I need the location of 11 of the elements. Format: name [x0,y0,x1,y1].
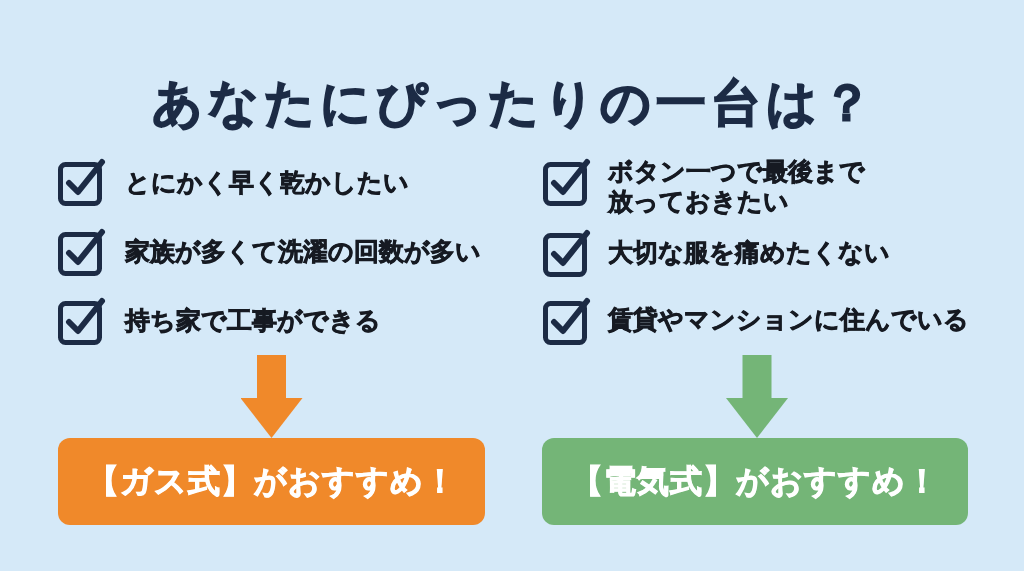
recommendation-box: 【ガス式】がおすすめ！ [58,438,485,525]
arrow [726,355,788,438]
arrow [240,355,303,438]
checklist-text: ボタン一つで最後まで放っておきたい [608,157,866,217]
checklist-text: とにかく早く乾かしたい [125,168,410,198]
recommendation-box: 【電気式】がおすすめ！ [542,438,968,525]
checklist-text: 大切な服を痛めたくない [608,238,891,268]
checklist-text: 持ち家で工事ができる [125,306,382,336]
checklist-text: 家族が多くて洗濯の回数が多い [125,237,482,267]
title: あなたにぴったりの一台は？ [151,73,878,134]
checklist-text: 賃貸やマンションに住んでいる [608,305,970,335]
